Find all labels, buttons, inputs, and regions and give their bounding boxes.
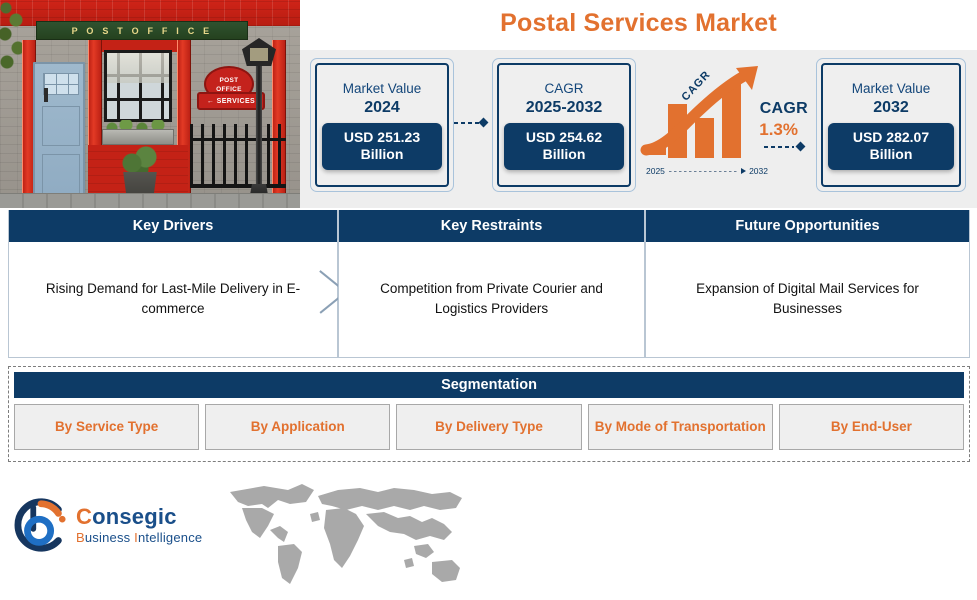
segmentation-item-application[interactable]: By Application — [205, 404, 391, 450]
consegic-logo-icon — [14, 498, 66, 552]
segmentation-item-service-type[interactable]: By Service Type — [14, 404, 200, 450]
logo-tagline-usiness: usiness — [84, 530, 135, 545]
cagr-period-box: CAGR 2025-2032 USD 254.62 Billion — [492, 58, 636, 192]
cagr-connector-diamond — [795, 141, 806, 152]
axis-end-year: 2032 — [749, 166, 768, 176]
market-value-2024-inner: Market Value 2024 USD 251.23 Billion — [315, 63, 449, 187]
window-planter — [102, 129, 174, 145]
cagr-value: 1.3% — [759, 120, 798, 139]
market-value-2032-inner: Market Value 2032 USD 282.07 Billion — [821, 63, 961, 187]
market-value-2032-value: USD 282.07 Billion — [828, 122, 954, 170]
logo-name-rest: onsegic — [92, 504, 177, 529]
axis-arrow-icon — [741, 168, 747, 174]
logo-tagline-i: I — [134, 530, 138, 545]
door-panel — [42, 106, 80, 146]
red-pillar — [22, 40, 36, 205]
logo-company-name: Consegic — [76, 504, 177, 530]
panel-key-restraints: Key Restraints Competition from Private … — [338, 210, 645, 358]
key-panels-row: Key Drivers Rising Demand for Last-Mile … — [0, 210, 977, 358]
segmentation-item-end-user[interactable]: By End-User — [778, 404, 965, 450]
cagr-growth-chart: CAGR CAGR 1.3% 2025 2032 — [640, 58, 812, 192]
sidewalk — [0, 193, 300, 208]
bottom-zone: Consegic Business Intelligence — [0, 468, 977, 600]
segmentation-items: By Service Type By Application By Delive… — [14, 404, 965, 450]
iron-fence — [190, 124, 286, 188]
growth-bars-chart-icon — [640, 66, 758, 158]
red-band-upper — [88, 40, 188, 52]
panel-future-opportunities-text: Expansion of Digital Mail Services for B… — [696, 281, 919, 316]
connector-dashes — [454, 122, 488, 124]
segmentation-heading: Segmentation — [14, 372, 964, 398]
market-value-2032-box: Market Value 2032 USD 282.07 Billion — [816, 58, 966, 192]
cagr-axis: 2025 2032 — [646, 166, 768, 176]
potted-bush — [122, 145, 158, 175]
services-sign: ← SERVICES — [197, 92, 265, 110]
cagr-period-year: 2025-2032 — [525, 98, 603, 116]
cagr-period-inner: CAGR 2025-2032 USD 254.62 Billion — [497, 63, 631, 187]
world-map — [230, 484, 462, 584]
segmentation-item-mode-of-transportation[interactable]: By Mode of Transportation — [587, 404, 773, 450]
panel-key-restraints-text: Competition from Private Courier and Log… — [380, 281, 603, 316]
door-glass-panes — [43, 73, 79, 95]
axis-dashed-line — [668, 170, 738, 172]
door-handle — [44, 88, 48, 102]
cagr-label: CAGR — [759, 100, 808, 117]
entrance-door — [33, 62, 85, 205]
cagr-period-label: CAGR — [544, 81, 584, 97]
logo-tagline-ntelligence: ntelligence — [137, 530, 203, 545]
logo-tagline: Business Intelligence — [76, 530, 202, 545]
market-value-2024-value: USD 251.23 Billion — [322, 122, 442, 170]
segmentation-item-delivery-type[interactable]: By Delivery Type — [396, 404, 582, 450]
post-office-sign: P O S T O F F I C E — [36, 21, 248, 40]
panel-key-restraints-heading: Key Restraints — [339, 210, 644, 242]
panel-key-drivers-text: Rising Demand for Last-Mile Delivery in … — [45, 281, 301, 316]
cagr-connector-dashes — [764, 146, 794, 148]
panel-future-opportunities-heading: Future Opportunities — [646, 210, 969, 242]
window-glow — [107, 53, 169, 83]
panel-key-drivers: Key Drivers Rising Demand for Last-Mile … — [8, 210, 338, 358]
logo-tagline-b: B — [76, 530, 85, 545]
market-value-2032-year: 2032 — [873, 98, 909, 116]
panel-key-drivers-heading: Key Drivers — [9, 210, 337, 242]
panel-future-opportunities: Future Opportunities Expansion of Digita… — [645, 210, 970, 358]
ivy-plant — [0, 0, 26, 80]
market-value-2024-box: Market Value 2024 USD 251.23 Billion — [310, 58, 454, 192]
segmentation-section: Segmentation By Service Type By Applicat… — [8, 366, 970, 462]
cagr-period-value: USD 254.62 Billion — [504, 122, 624, 170]
logo-name-initial: C — [76, 504, 93, 529]
page-title: Postal Services Market — [500, 9, 777, 37]
metrics-area: Postal Services Market Market Value 2024… — [300, 0, 977, 208]
lamp-light — [250, 48, 268, 61]
company-logo: Consegic Business Intelligence — [12, 492, 222, 558]
axis-start-year: 2025 — [646, 166, 665, 176]
market-value-2024-label: Market Value — [342, 81, 422, 97]
lamp-post-pole — [256, 58, 262, 206]
market-value-2032-label: Market Value — [851, 81, 931, 97]
market-value-2024-year: 2024 — [364, 98, 400, 116]
